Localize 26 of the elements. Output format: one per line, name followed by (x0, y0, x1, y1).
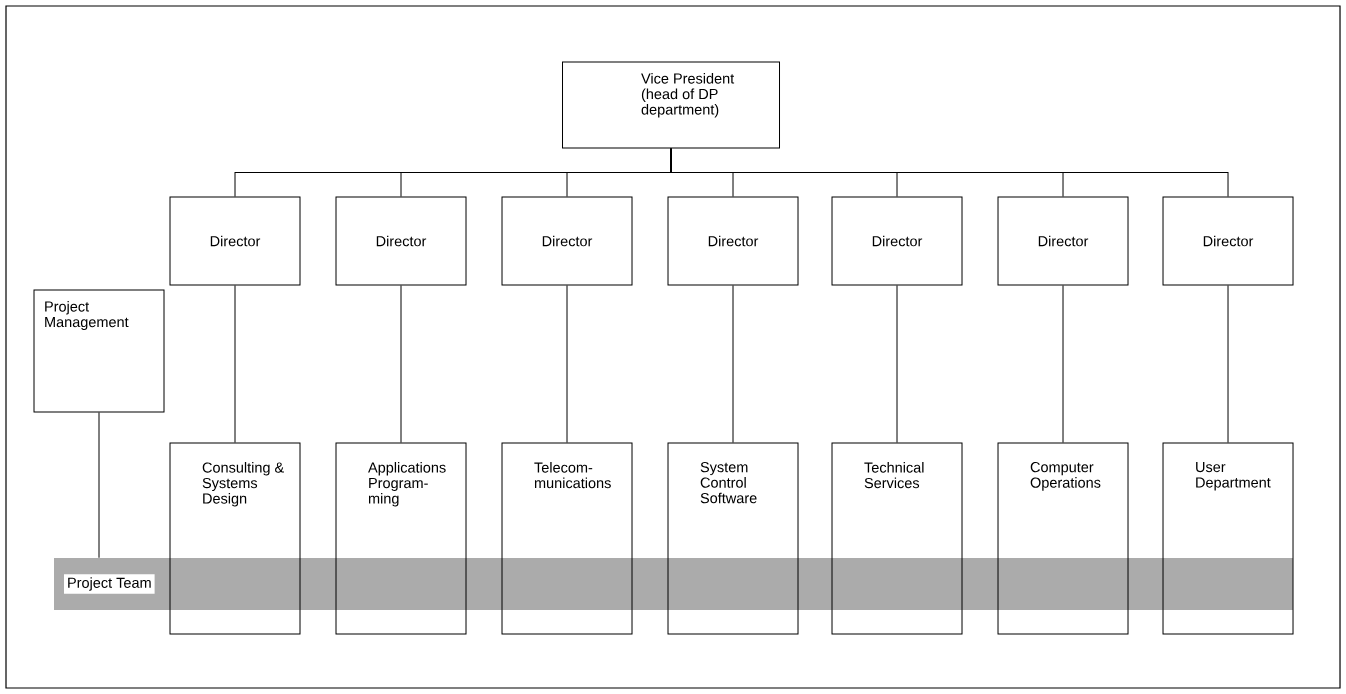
executive-box: Vice President (head of DP department) (562, 61, 780, 149)
management-box: Project Management (33, 289, 165, 413)
director-box: Director (831, 196, 963, 286)
department-box: Computer Operations (997, 442, 1129, 635)
connector-line (400, 285, 402, 443)
department-box: User Department (1162, 442, 1294, 635)
director-box: Director (997, 196, 1129, 286)
department-box: System Control Software (667, 442, 799, 635)
project-team-band: Project Team (54, 558, 1293, 610)
director-box: Director (169, 196, 301, 286)
department-box: Applications Program-ming (335, 442, 467, 635)
director-box: Director (1162, 196, 1294, 286)
connector-line (670, 148, 1229, 197)
connector-line (896, 285, 898, 443)
connector-line (234, 285, 236, 443)
connector-line (566, 285, 568, 443)
director-box: Director (501, 196, 633, 286)
department-box: Consulting & Systems Design (169, 442, 301, 635)
connector-line (1062, 285, 1064, 443)
department-box: Telecom-munications (501, 442, 633, 635)
director-box: Director (335, 196, 467, 286)
connector-line (1227, 285, 1229, 443)
connector-line (98, 412, 100, 559)
director-box: Director (667, 196, 799, 286)
department-box: Technical Services (831, 442, 963, 635)
connector-line (732, 285, 734, 443)
